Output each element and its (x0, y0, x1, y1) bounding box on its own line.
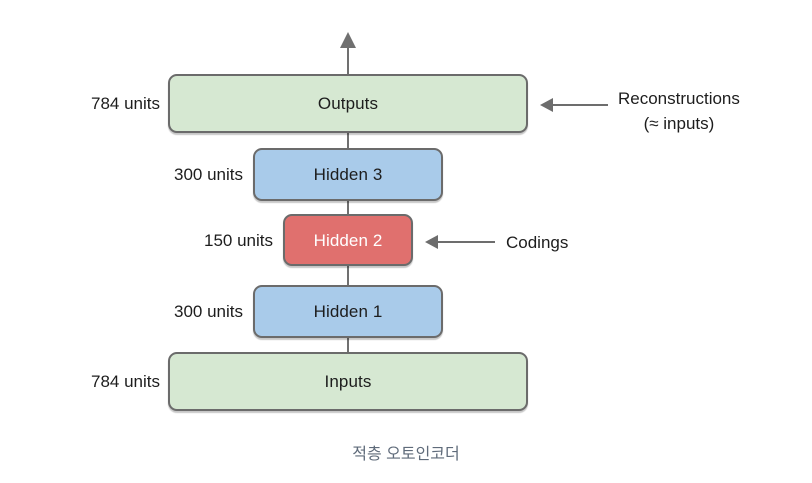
layer-label-inputs: Inputs (324, 372, 372, 391)
annotation-codings: Codings (506, 233, 569, 252)
annotation-arrow-codings (425, 235, 495, 249)
layer-label-hidden1: Hidden 1 (313, 302, 383, 321)
connector-hidden2-hidden1 (347, 262, 349, 289)
units-label-hidden1: 300 units (174, 302, 243, 321)
annotation-arrow-reconstructions (540, 98, 608, 112)
units-label-hidden3: 300 units (174, 165, 243, 184)
units-label-outputs: 784 units (91, 94, 160, 113)
layer-label-hidden3: Hidden 3 (313, 165, 383, 184)
layer-box-hidden1[interactable]: Hidden 1 (253, 285, 443, 338)
connector-hidden1-inputs (347, 334, 349, 356)
connector-outputs-hidden3 (347, 129, 349, 152)
units-label-inputs: 784 units (91, 372, 160, 391)
annotation-reconstructions-line1: Reconstructions (618, 89, 740, 108)
layer-label-outputs: Outputs (317, 94, 379, 113)
annotation-reconstructions: Reconstructions (≈ inputs) (618, 87, 740, 136)
layer-label-hidden2: Hidden 2 (313, 230, 383, 250)
layer-box-hidden3[interactable]: Hidden 3 (253, 148, 443, 201)
connector-hidden3-hidden2 (347, 197, 349, 218)
figure-caption: 적층 오토인코더 (352, 446, 460, 463)
connector-output-arrow (347, 44, 349, 78)
layer-box-outputs[interactable]: Outputs (168, 74, 528, 133)
annotation-reconstructions-line2: (≈ inputs) (643, 113, 715, 133)
layer-box-hidden2[interactable]: Hidden 2 (283, 214, 413, 266)
layer-box-inputs[interactable]: Inputs (168, 352, 528, 411)
output-arrow-head-icon (340, 32, 356, 48)
units-label-hidden2: 150 units (204, 231, 273, 250)
